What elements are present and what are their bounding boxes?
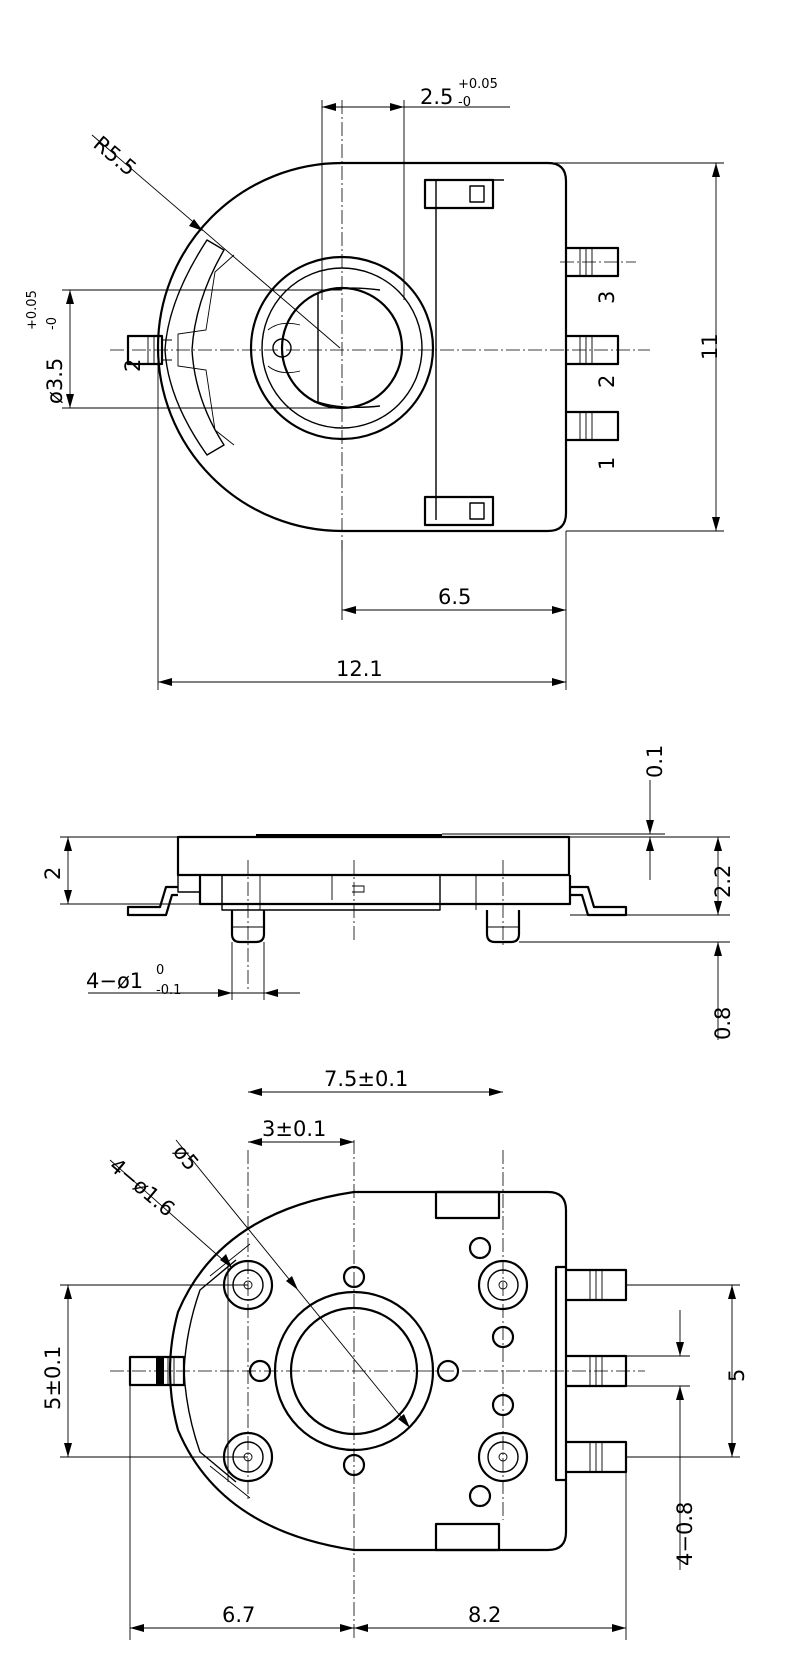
side-boss-right xyxy=(485,910,521,944)
top-clip-upper xyxy=(423,178,495,210)
dim-boss-dia: 4−ø1 xyxy=(86,969,143,993)
pin-label-1: 1 xyxy=(595,457,619,470)
svg-text:-0.1: -0.1 xyxy=(156,983,181,998)
dim-pin-width: 4−0.8 xyxy=(673,1502,697,1566)
side-boss-left xyxy=(230,910,266,944)
pin-label-2: 2 xyxy=(595,375,619,388)
dim-circle-dia: ø5 xyxy=(168,1140,203,1176)
top-body-outline xyxy=(156,161,568,533)
dim-pin-span: 5 xyxy=(725,1369,749,1382)
dim-right: 8.2 xyxy=(468,1603,501,1627)
dim-overall-width: 12.1 xyxy=(336,657,383,681)
pin-label-left: 2 xyxy=(121,359,145,372)
bottom-body-outline xyxy=(168,1190,568,1552)
dim-bore-width: 2.5 xyxy=(420,85,453,109)
pin-label-3: 3 xyxy=(595,291,619,304)
top-view: 2.5 +0.05 -0 R5.5 ø3.5 +0.05 -0 2 3 2 1 … xyxy=(25,77,724,690)
dim-bore-dia: ø3.5 xyxy=(43,358,67,404)
dim-height: 11 xyxy=(698,333,722,360)
dim-boss-length: 0.8 xyxy=(711,1007,735,1040)
dim-center-right: 6.5 xyxy=(438,585,471,609)
dim-total-height: 2.2 xyxy=(711,865,735,898)
dim-pitch-y: 5±0.1 xyxy=(41,1346,65,1410)
svg-text:-0: -0 xyxy=(45,317,60,330)
top-left-pin xyxy=(126,334,164,366)
svg-text:-0: -0 xyxy=(458,95,471,110)
dim-pitch-x: 7.5±0.1 xyxy=(324,1067,408,1091)
top-clip-lower xyxy=(423,495,495,527)
bottom-clip-upper xyxy=(434,1190,501,1220)
dim-hole-dia: 4−ø1.6 xyxy=(105,1153,180,1221)
dim-body-height: 2 xyxy=(41,867,65,880)
top-rim-arc xyxy=(164,239,225,456)
dim-shaft-step: 0.1 xyxy=(643,745,667,778)
bottom-clip-lower xyxy=(434,1522,501,1552)
dim-offset-x: 3±0.1 xyxy=(262,1117,326,1141)
svg-text:0: 0 xyxy=(156,963,164,978)
dim-left: 6.7 xyxy=(222,1603,255,1627)
top-right-pins xyxy=(566,246,620,442)
svg-text:+0.05: +0.05 xyxy=(458,77,498,92)
svg-text:+0.05: +0.05 xyxy=(25,290,40,330)
side-view: 0.1 2 2.2 0.8 4−ø1 0 -0.1 xyxy=(41,745,735,1040)
bottom-view: 7.5±0.1 3±0.1 ø5 4−ø1.6 5±0.1 5 4−0.8 xyxy=(41,1067,749,1640)
side-body xyxy=(176,835,571,877)
